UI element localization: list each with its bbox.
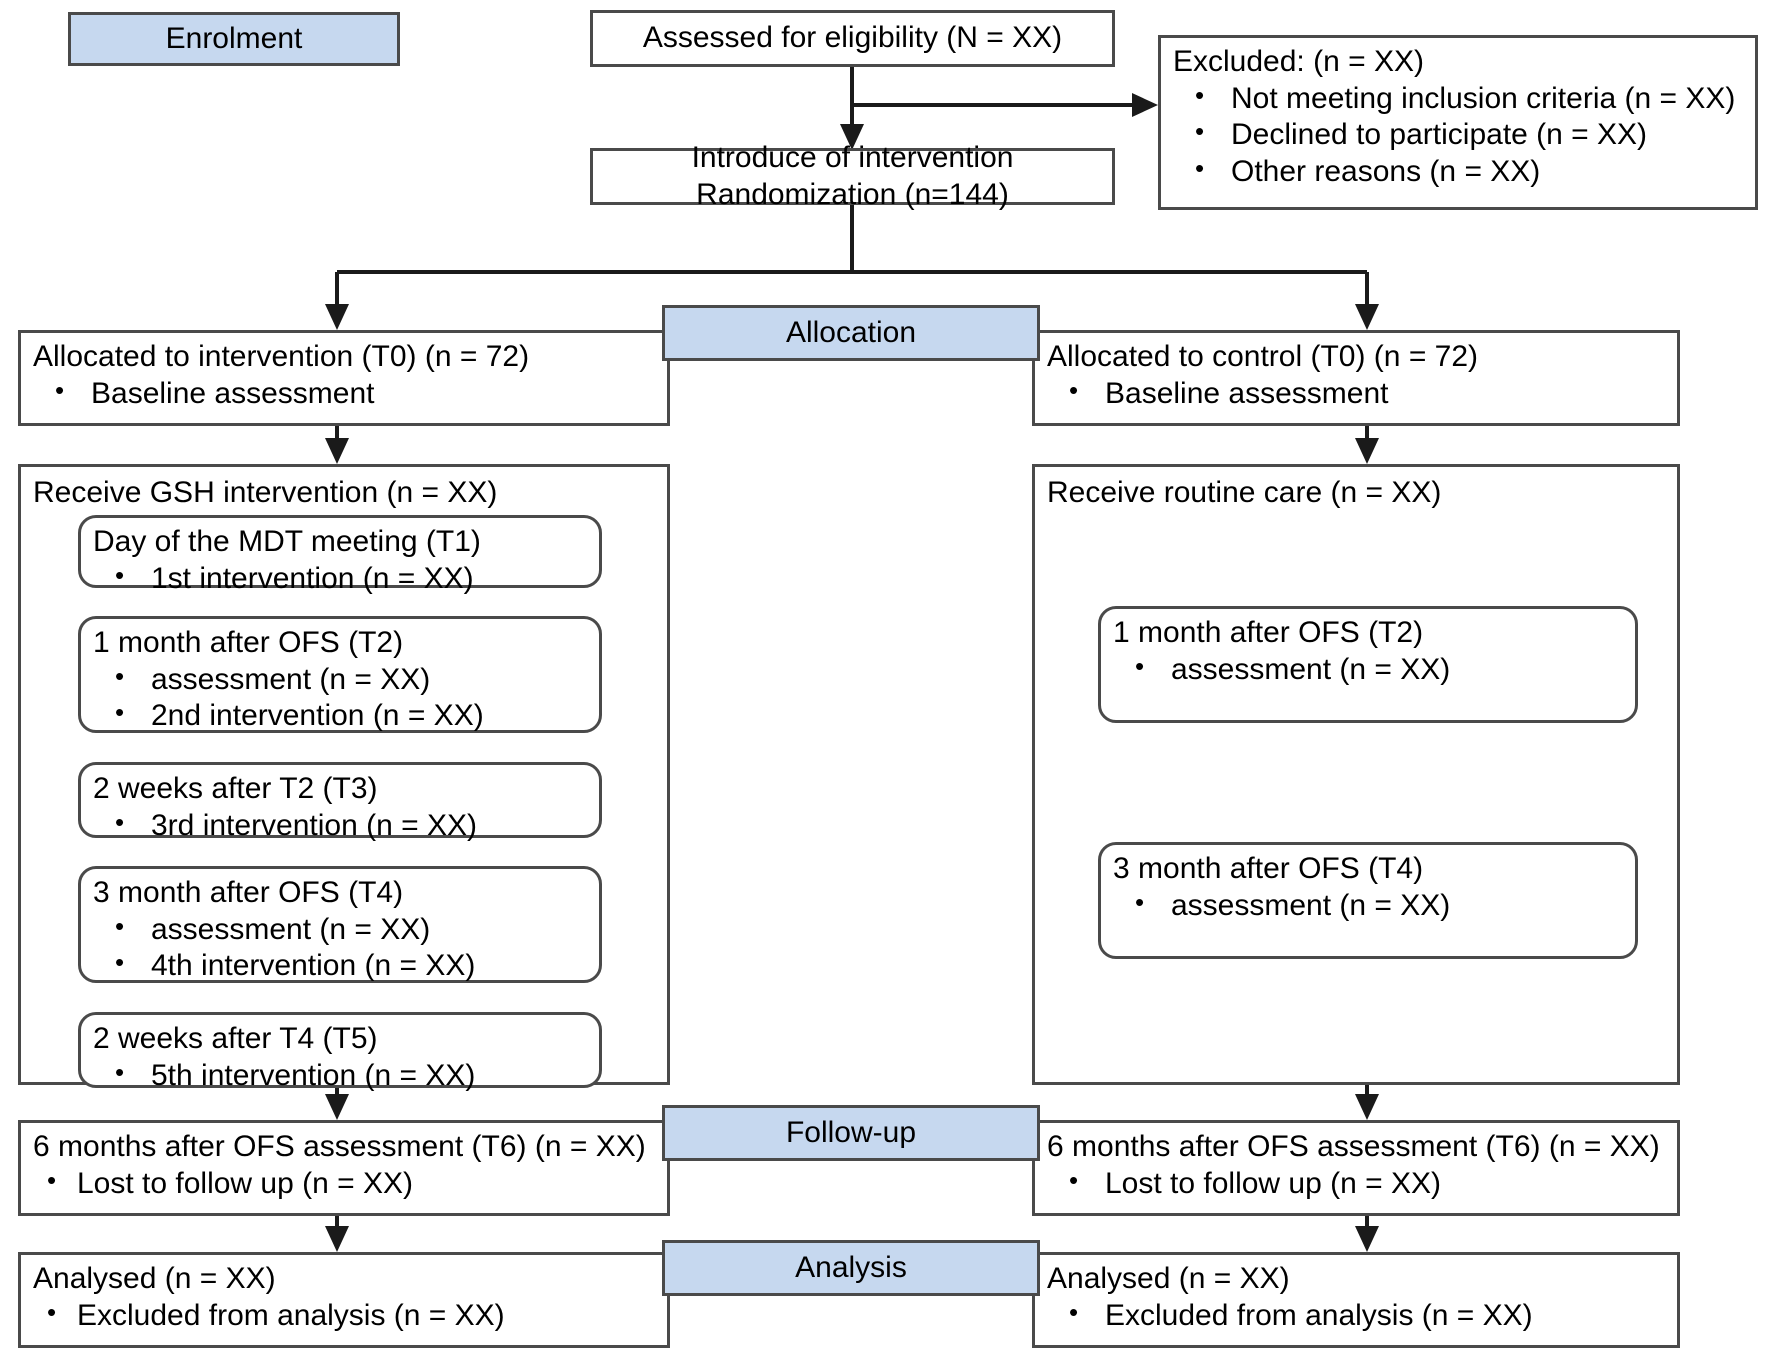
box-analysed-control: Analysed (n = XX) Excluded from analysis… [1032,1252,1680,1348]
stage-label-enrolment: Enrolment [68,12,400,66]
box-followup-control: 6 months after OFS assessment (T6) (n = … [1032,1120,1680,1216]
step-t5-title: 2 weeks after T4 (T5) [93,1022,378,1055]
list-item: Baseline assessment [1047,375,1667,413]
step-t5-list: 5th intervention (n = XX) [93,1057,589,1095]
control-step-t4-title: 3 month after OFS (T4) [1113,852,1424,885]
arrowhead-excluded [1132,93,1158,117]
box-assessed-for-eligibility: Assessed for eligibility (N = XX) [590,10,1115,67]
analysed-intervention-title: Analysed (n = XX) [33,1262,276,1295]
followup-control-list: Lost to follow up (n = XX) [1047,1165,1667,1203]
list-item: assessment (n = XX) [93,911,589,949]
stage-label-enrolment-text: Enrolment [165,21,303,55]
excluded-title: Excluded: (n = XX) [1173,45,1424,78]
step-t3-title: 2 weeks after T2 (T3) [93,772,378,805]
arrowhead-left-receive [325,438,349,464]
box-step-t2: 1 month after OFS (T2) assessment (n = X… [78,616,602,733]
arrowhead-left-analysis [325,1226,349,1252]
list-item: Baseline assessment [33,375,657,413]
allocated-control-title: Allocated to control (T0) (n = 72) [1047,340,1479,373]
box-receive-routine-care: Receive routine care (n = XX) [1032,464,1680,1085]
stage-label-analysis: Analysis [662,1240,1040,1296]
step-t3-list: 3rd intervention (n = XX) [93,807,589,845]
list-item: 1st intervention (n = XX) [93,560,589,598]
followup-control-title: 6 months after OFS assessment (T6) (n = … [1047,1130,1660,1163]
arrowhead-right-analysis [1355,1226,1379,1252]
stage-label-allocation-text: Allocation [785,315,917,349]
step-t2-list: assessment (n = XX) 2nd intervention (n … [93,661,589,735]
list-item: 2nd intervention (n = XX) [93,697,589,735]
receive-gsh-title: Receive GSH intervention (n = XX) [33,476,498,509]
step-t1-list: 1st intervention (n = XX) [93,560,589,598]
list-item: Declined to participate (n = XX) [1173,116,1745,154]
list-item: Other reasons (n = XX) [1173,153,1745,191]
box-control-step-t4: 3 month after OFS (T4) assessment (n = X… [1098,842,1638,959]
analysed-control-list: Excluded from analysis (n = XX) [1047,1297,1667,1335]
receive-routine-care-title: Receive routine care (n = XX) [1047,476,1442,509]
stage-label-allocation: Allocation [662,305,1040,361]
box-step-t4: 3 month after OFS (T4) assessment (n = X… [78,866,602,983]
box-analysed-intervention: Analysed (n = XX) Excluded from analysis… [18,1252,670,1348]
randomization-line-2: Randomization (n=144) [696,177,1009,211]
stage-label-followup: Follow-up [662,1105,1040,1161]
followup-intervention-title: 6 months after OFS assessment (T6) (n = … [33,1130,646,1163]
box-allocated-control: Allocated to control (T0) (n = 72) Basel… [1032,330,1680,426]
allocated-intervention-list: Baseline assessment [33,375,657,413]
list-item: assessment (n = XX) [1113,887,1625,925]
control-step-t2-list: assessment (n = XX) [1113,651,1625,689]
arrowhead-allocated-control [1355,304,1379,330]
list-item: Excluded from analysis (n = XX) [1047,1297,1667,1335]
box-step-t5: 2 weeks after T4 (T5) 5th intervention (… [78,1012,602,1092]
step-t2-title: 1 month after OFS (T2) [93,626,404,659]
step-t4-list: assessment (n = XX) 4th intervention (n … [93,911,589,985]
excluded-list: Not meeting inclusion criteria (n = XX) … [1173,80,1745,191]
allocated-control-list: Baseline assessment [1047,375,1667,413]
randomization-line-1: Introduce of intervention [691,140,1014,174]
box-followup-intervention: 6 months after OFS assessment (T6) (n = … [18,1120,670,1216]
analysed-intervention-list: Excluded from analysis (n = XX) [33,1297,657,1335]
arrowhead-right-followup [1355,1094,1379,1120]
assessed-for-eligibility-text: Assessed for eligibility (N = XX) [642,21,1063,55]
list-item: 5th intervention (n = XX) [93,1057,589,1095]
list-item: Lost to follow up (n = XX) [1047,1165,1667,1203]
arrowhead-left-followup [325,1094,349,1120]
box-step-t1: Day of the MDT meeting (T1) 1st interven… [78,515,602,595]
list-item: assessment (n = XX) [1113,651,1625,689]
stage-label-analysis-text: Analysis [795,1250,907,1284]
allocated-intervention-title: Allocated to intervention (T0) (n = 72) [33,340,530,373]
box-randomization: Introduce of intervention Randomization … [590,141,1115,211]
followup-intervention-list: Lost to follow up (n = XX) [33,1165,657,1203]
stage-label-followup-text: Follow-up [785,1115,917,1149]
list-item: assessment (n = XX) [93,661,589,699]
list-item: 4th intervention (n = XX) [93,947,589,985]
step-t4-title: 3 month after OFS (T4) [93,876,404,909]
list-item: Excluded from analysis (n = XX) [33,1297,657,1335]
box-excluded: Excluded: (n = XX) Not meeting inclusion… [1158,35,1758,210]
arrowhead-allocated-intervention [325,304,349,330]
list-item: Lost to follow up (n = XX) [33,1165,657,1203]
control-step-t4-list: assessment (n = XX) [1113,887,1625,925]
arrowhead-right-receive [1355,438,1379,464]
box-control-step-t2: 1 month after OFS (T2) assessment (n = X… [1098,606,1638,723]
step-t1-title: Day of the MDT meeting (T1) [93,525,481,558]
box-allocated-intervention: Allocated to intervention (T0) (n = 72) … [18,330,670,426]
list-item: Not meeting inclusion criteria (n = XX) [1173,80,1745,118]
box-step-t3: 2 weeks after T2 (T3) 3rd intervention (… [78,762,602,842]
list-item: 3rd intervention (n = XX) [93,807,589,845]
control-step-t2-title: 1 month after OFS (T2) [1113,616,1424,649]
analysed-control-title: Analysed (n = XX) [1047,1262,1290,1295]
